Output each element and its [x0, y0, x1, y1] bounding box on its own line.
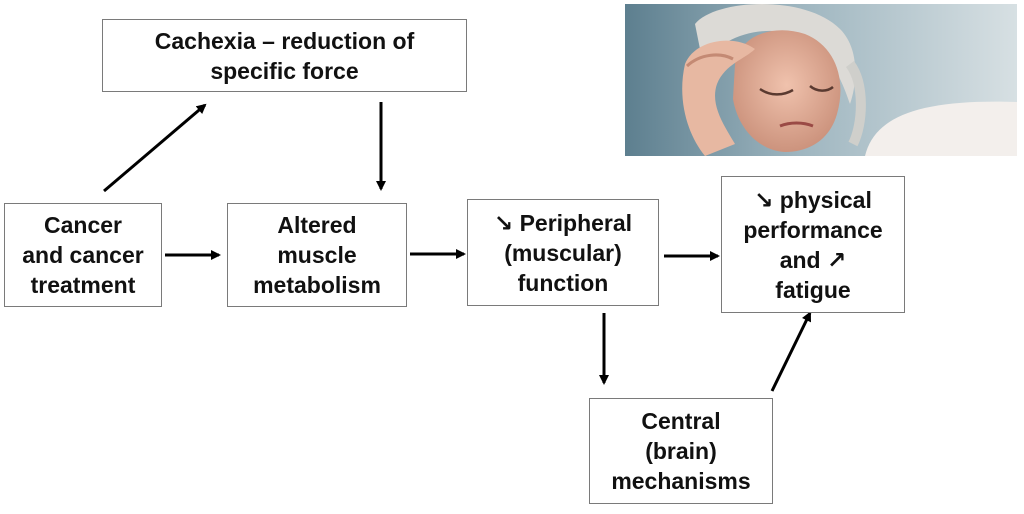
altered-metabolism-box: Altered muscle metabolism	[227, 203, 407, 307]
physical-line-1: ↘ physical	[754, 186, 872, 213]
central-mechanisms-box: Central (brain) mechanisms	[589, 398, 773, 504]
physical-line-4: fatigue	[775, 276, 851, 303]
altered-line-1: Altered	[277, 212, 357, 238]
cachexia-line-2: specific force	[210, 57, 359, 84]
peripheral-line-3: function	[517, 269, 609, 296]
cancer-box: Cancer and cancer treatment	[4, 203, 162, 307]
altered-line-3: metabolism	[253, 272, 381, 298]
central-line-1: Central	[641, 408, 721, 434]
peripheral-line-1: ↘ Peripheral	[493, 209, 633, 236]
physical-line-3: and ↗	[779, 246, 847, 273]
physical-line-2: performance	[743, 216, 883, 243]
cancer-line-1: Cancer	[44, 212, 122, 238]
physical-performance-box: ↘ physical performance and ↗ fatigue	[721, 176, 905, 313]
central-line-3: mechanisms	[611, 468, 751, 494]
tired-elderly-woman-photo-icon	[625, 4, 1017, 156]
central-line-2: (brain)	[645, 438, 717, 464]
altered-line-2: muscle	[277, 242, 357, 268]
peripheral-line-2: (muscular)	[504, 239, 622, 266]
tired-woman-photo	[625, 4, 1017, 156]
peripheral-function-box: ↘ Peripheral (muscular) function	[467, 199, 659, 306]
cancer-line-3: treatment	[30, 272, 136, 298]
cachexia-box: Cachexia – reduction of specific force	[102, 19, 467, 92]
cachexia-line-1: Cachexia – reduction of	[154, 27, 415, 54]
arrow-central-to-physical	[770, 311, 812, 392]
arrow-cancer-to-cachexia	[103, 103, 207, 193]
cancer-line-2: and cancer	[22, 242, 144, 268]
